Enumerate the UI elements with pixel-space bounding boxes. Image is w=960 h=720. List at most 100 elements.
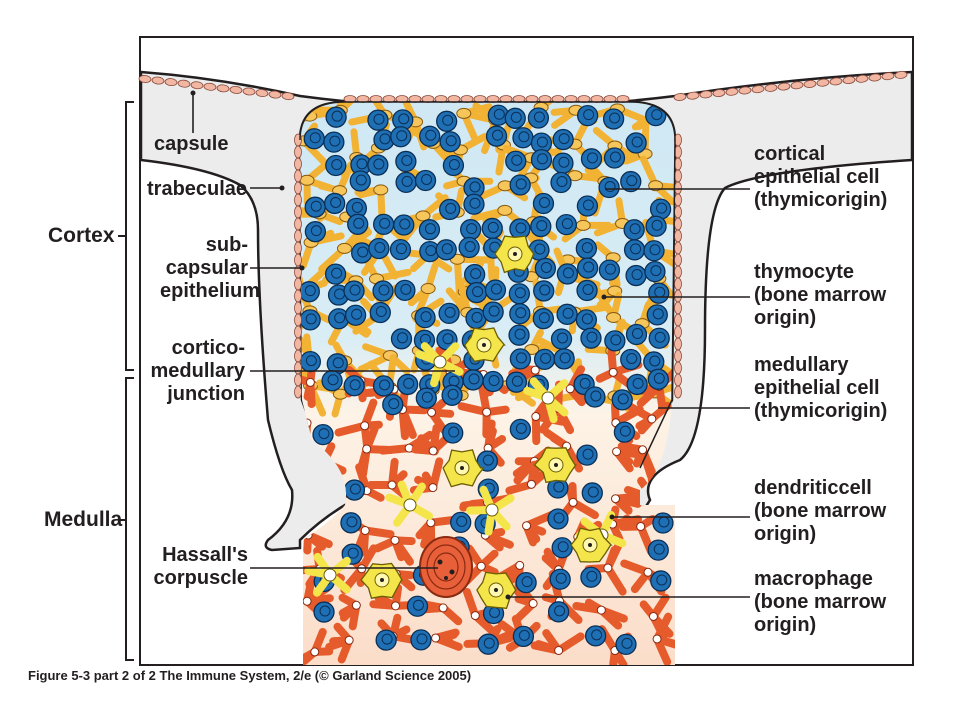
cortical-epithelial-nucleus bbox=[606, 311, 622, 323]
subcapsular-epithelial-cell bbox=[294, 301, 302, 315]
subcapsular-epithelial-cell bbox=[699, 90, 713, 99]
thymocyte bbox=[328, 308, 350, 330]
thymocyte bbox=[549, 568, 571, 590]
medullary-epithelial-nucleus bbox=[391, 601, 401, 611]
medullary-epithelial-nucleus bbox=[387, 480, 397, 490]
thymocyte bbox=[509, 303, 531, 325]
subcapsular-epithelium-lining bbox=[138, 70, 908, 399]
thymocyte bbox=[382, 393, 404, 416]
thymocyte bbox=[394, 279, 416, 301]
subcapsular-epithelial-cell bbox=[674, 325, 682, 339]
subcapsular-epithelial-cell bbox=[674, 241, 682, 255]
subcapsular-epithelial-cell bbox=[674, 193, 682, 207]
thymocyte bbox=[552, 152, 574, 174]
label-thymocyte-line1: thymocyte bbox=[754, 261, 855, 283]
thymocyte bbox=[598, 176, 620, 199]
thymocyte bbox=[300, 309, 321, 331]
thymocyte bbox=[576, 444, 598, 466]
thymocyte bbox=[439, 131, 461, 153]
thymocyte bbox=[602, 108, 625, 130]
thymocyte bbox=[477, 633, 499, 655]
subcapsular-epithelial-cell bbox=[829, 77, 843, 86]
thymocyte bbox=[643, 351, 665, 373]
subcapsular-epithelial-cell bbox=[242, 87, 256, 96]
subcapsular-epithelial-cell bbox=[674, 181, 682, 195]
label-thymocyte-line3: origin) bbox=[754, 307, 817, 329]
subcapsular-epithelial-cell bbox=[674, 301, 682, 315]
label-medullary-line3: (thymicorigin) bbox=[754, 400, 888, 422]
cortical-epithelial-nucleus bbox=[415, 210, 431, 222]
thymocyte bbox=[435, 239, 457, 261]
cortical-epithelial-nucleus bbox=[300, 174, 315, 186]
medullary-epithelial-nucleus bbox=[351, 600, 361, 610]
thymocyte bbox=[623, 219, 645, 241]
thymocyte bbox=[611, 389, 633, 411]
subcapsular-epithelial-cell bbox=[203, 82, 217, 91]
subcapsular-epithelial-cell bbox=[751, 85, 765, 94]
subcapsular-epithelial-cell bbox=[294, 205, 302, 219]
label-macrophage-line1: macrophage bbox=[754, 568, 873, 590]
subcapsular-epithelial-cell bbox=[674, 289, 682, 303]
thymocyte bbox=[509, 348, 532, 370]
medullary-epithelial-nucleus bbox=[310, 647, 320, 657]
subcapsular-epithelial-cell bbox=[686, 91, 700, 100]
thymocyte bbox=[350, 154, 372, 176]
label-cortical-line3: (thymicorigin) bbox=[754, 189, 888, 211]
subcapsular-epithelial-cell bbox=[674, 349, 682, 363]
thymocyte bbox=[304, 196, 326, 218]
label-hassall-line2: corpuscle bbox=[153, 567, 248, 589]
medullary-epithelial-process bbox=[649, 485, 675, 503]
thymocyte bbox=[551, 537, 573, 559]
subcapsular-epithelial-cell bbox=[674, 217, 682, 231]
cortical-epithelial-nucleus bbox=[648, 180, 664, 192]
label-corticomedullary-line3: junction bbox=[167, 383, 245, 405]
thymocyte bbox=[576, 257, 599, 279]
medullary-epithelial-nucleus bbox=[482, 407, 492, 417]
label-medullary-line1: medullary bbox=[754, 354, 849, 376]
subcapsular-epithelial-cell bbox=[674, 373, 682, 387]
region-brackets bbox=[118, 101, 134, 661]
thymocyte bbox=[458, 236, 480, 259]
subcapsular-epithelial-cell bbox=[268, 90, 282, 99]
subcapsular-epithelial-cell bbox=[855, 74, 869, 83]
thymocyte bbox=[547, 508, 569, 530]
dendritic-cell bbox=[523, 377, 569, 424]
medullary-epithelial-nucleus bbox=[603, 563, 613, 573]
thymocyte bbox=[650, 570, 672, 592]
medullary-epithelial-nucleus bbox=[360, 421, 370, 431]
thymocyte bbox=[481, 217, 503, 240]
subcapsular-epithelial-cell bbox=[216, 84, 230, 93]
thymocyte bbox=[324, 263, 347, 285]
label-corticomedullary-junction: cortico- medullary junction bbox=[150, 337, 245, 406]
thymocyte bbox=[395, 150, 417, 173]
label-dendritic-line1: dendriticcell bbox=[754, 477, 872, 499]
thymocyte bbox=[647, 368, 669, 390]
thymocyte bbox=[584, 625, 607, 647]
thymocyte bbox=[626, 373, 648, 396]
thymocyte bbox=[465, 281, 488, 304]
thymocyte bbox=[555, 213, 578, 236]
label-dendritic-line3: origin) bbox=[754, 523, 817, 545]
label-hassall-line1: Hassall's bbox=[162, 544, 248, 566]
thymocyte bbox=[393, 214, 415, 236]
region-cortex: Cortex bbox=[48, 224, 115, 247]
thymocyte bbox=[313, 601, 335, 623]
thymocyte bbox=[508, 283, 531, 305]
thymocyte bbox=[312, 423, 334, 446]
thymocyte bbox=[347, 213, 369, 235]
medullary-epithelial-process bbox=[522, 510, 556, 530]
thymocyte bbox=[508, 324, 530, 346]
medullary-epithelial-nucleus bbox=[431, 633, 441, 643]
thymocyte bbox=[576, 279, 598, 302]
thymocyte bbox=[390, 328, 413, 350]
thymocyte bbox=[509, 174, 531, 196]
macrophage-cells bbox=[360, 235, 613, 609]
thymocyte bbox=[349, 170, 371, 192]
label-macrophage-line2: (bone marrow bbox=[754, 591, 887, 613]
medullary-epithelial-nucleus bbox=[526, 479, 536, 489]
thymocyte bbox=[340, 512, 362, 534]
thymocyte bbox=[441, 384, 463, 406]
thymocyte bbox=[505, 150, 527, 172]
thymocyte bbox=[646, 304, 668, 326]
